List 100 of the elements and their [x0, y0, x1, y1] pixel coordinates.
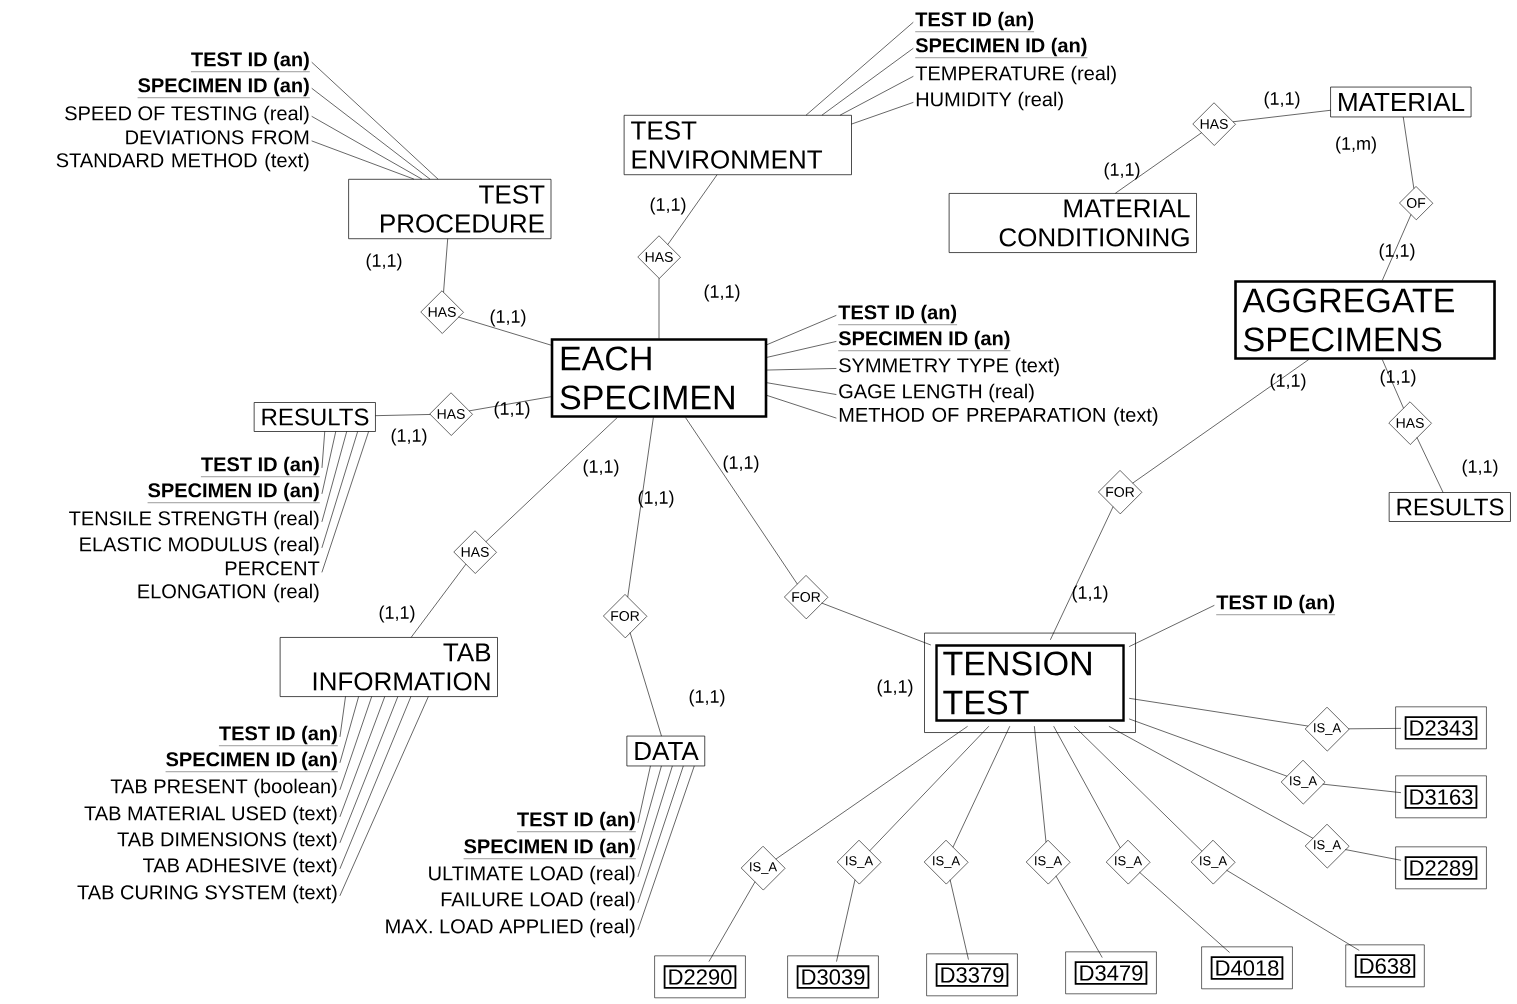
cardinality-label: (1,1): [494, 401, 530, 419]
connector-line: [1226, 870, 1360, 951]
connector-line: [485, 417, 618, 542]
connector-line: [375, 414, 431, 416]
entity-box: MATERIAL CONDITIONING: [949, 193, 1197, 253]
weak-entity-box: D2290: [654, 955, 746, 999]
attribute-text: TAB DIMENSIONS (text): [117, 831, 337, 851]
attribute-text: ULTIMATE LOAD (real): [429, 865, 635, 885]
attribute-text: TAB PRESENT (boolean): [110, 778, 337, 798]
connector-line: [1139, 872, 1230, 953]
connector-line: [1348, 728, 1401, 730]
leader-line: [311, 140, 414, 180]
attribute-text: TEST ID (an): [838, 304, 958, 325]
leader-line: [339, 696, 429, 896]
attribute-text: TAB MATERIAL USED (text): [84, 805, 337, 825]
leader-line: [767, 368, 837, 371]
connector-line: [627, 417, 654, 598]
connector-line: [1416, 437, 1444, 493]
leader-line: [339, 696, 359, 763]
cardinality-label: (1,1): [1379, 243, 1415, 261]
attribute-text: TEST ID (an): [190, 51, 310, 72]
leader-line: [311, 116, 422, 180]
entity-box: TENSION TEST: [924, 633, 1136, 733]
connector-line: [1132, 359, 1309, 484]
attribute-text: FAILURE LOAD (real): [441, 891, 635, 911]
attribute-text: SPECIMEN ID (an): [137, 77, 310, 98]
entity-box: TAB INFORMATION: [280, 637, 498, 697]
leader-line: [321, 431, 369, 573]
entity-box: TEST PROCEDURE: [348, 178, 552, 240]
leader-line: [321, 431, 336, 494]
connector-line: [952, 726, 1010, 848]
connector-line: [1129, 698, 1309, 727]
cardinality-label: (1,1): [1380, 369, 1416, 387]
leader-line: [767, 341, 837, 358]
entity-box: DATA: [626, 735, 706, 767]
weak-entity-box: D638: [1345, 944, 1425, 988]
leader-line: [339, 696, 385, 817]
attribute-text: TEMPERATURE (real): [915, 65, 1116, 85]
leader-line: [637, 766, 662, 850]
connector-line: [1345, 849, 1401, 861]
leader-line: [1129, 605, 1215, 647]
attribute-text: METHOD OF PREPARATION (text): [839, 407, 1158, 426]
leader-line: [840, 76, 914, 116]
attribute-text: GAGE LENGTH (real): [839, 383, 1034, 403]
connector-line: [869, 726, 989, 851]
leader-line: [767, 395, 837, 419]
connector-line: [667, 174, 718, 245]
weak-entity-box: D3163: [1395, 775, 1487, 819]
weak-entity-box: D3379: [926, 953, 1018, 997]
attribute-text: TAB ADHESIVE (text): [143, 857, 337, 877]
attribute-text: HUMIDITY (real): [916, 91, 1063, 111]
weak-entity-box: D2289: [1395, 846, 1487, 890]
cardinality-label: (1,1): [379, 605, 415, 623]
connector-line: [1233, 110, 1331, 122]
leader-line: [321, 431, 347, 522]
entity-box: EACH SPECIMEN: [550, 338, 768, 418]
leader-line: [637, 766, 673, 877]
attribute-text: SPECIMEN ID (an): [463, 838, 636, 859]
attribute-text: DEVIATIONS FROM STANDARD METHOD (text): [56, 130, 309, 172]
connector-line: [629, 632, 662, 736]
entity-box: MATERIAL: [1330, 86, 1472, 118]
leader-line: [339, 696, 346, 737]
connector-line: [658, 278, 660, 339]
cardinality-label: (1,1): [1104, 162, 1140, 180]
connector-line: [1034, 726, 1047, 843]
connector-line: [949, 879, 969, 960]
connector-line: [1074, 726, 1203, 852]
cardinality-label: (1,1): [490, 309, 526, 327]
leader-line: [767, 382, 837, 395]
entity-box: AGGREGATE SPECIMENS: [1234, 280, 1496, 360]
entity-box: RESULTS: [1389, 492, 1511, 522]
attribute-text: TEST ID (an): [200, 456, 320, 477]
connector-line: [1382, 359, 1404, 409]
connector-line: [836, 879, 856, 962]
connector-line: [1055, 875, 1103, 958]
connector-line: [1129, 718, 1287, 777]
attribute-text: ELASTIC MODULUS (real): [80, 536, 319, 556]
attribute-text: TEST ID (an): [516, 811, 636, 832]
attribute-text: SPECIMEN ID (an): [147, 482, 320, 503]
attribute-text: MAX. LOAD APPLIED (real): [386, 918, 635, 938]
attribute-text: PERCENT ELONGATION (real): [138, 561, 320, 603]
connector-line: [1050, 506, 1114, 640]
cardinality-label: (1,1): [391, 428, 427, 446]
attribute-text: TEST ID (an): [1216, 594, 1336, 615]
connector-line: [1108, 726, 1313, 839]
connector-line: [469, 396, 551, 412]
cardinality-label: (1,1): [583, 459, 619, 477]
cardinality-label: (1,m): [1336, 136, 1376, 154]
leader-line: [637, 766, 684, 903]
attribute-text: TENSILE STRENGTH (real): [69, 510, 319, 530]
weak-entity-box: D3479: [1065, 951, 1157, 995]
cardinality-label: (1,1): [650, 197, 686, 215]
leader-line: [339, 696, 412, 869]
connector-line: [1053, 726, 1121, 848]
attribute-text: TEST ID (an): [218, 725, 338, 746]
connector-line: [411, 564, 467, 638]
attribute-text: TEST ID (an): [915, 11, 1035, 32]
weak-entity-box: D2343: [1395, 706, 1487, 750]
leader-line: [637, 766, 695, 930]
cardinality-label: (1,1): [689, 689, 725, 707]
